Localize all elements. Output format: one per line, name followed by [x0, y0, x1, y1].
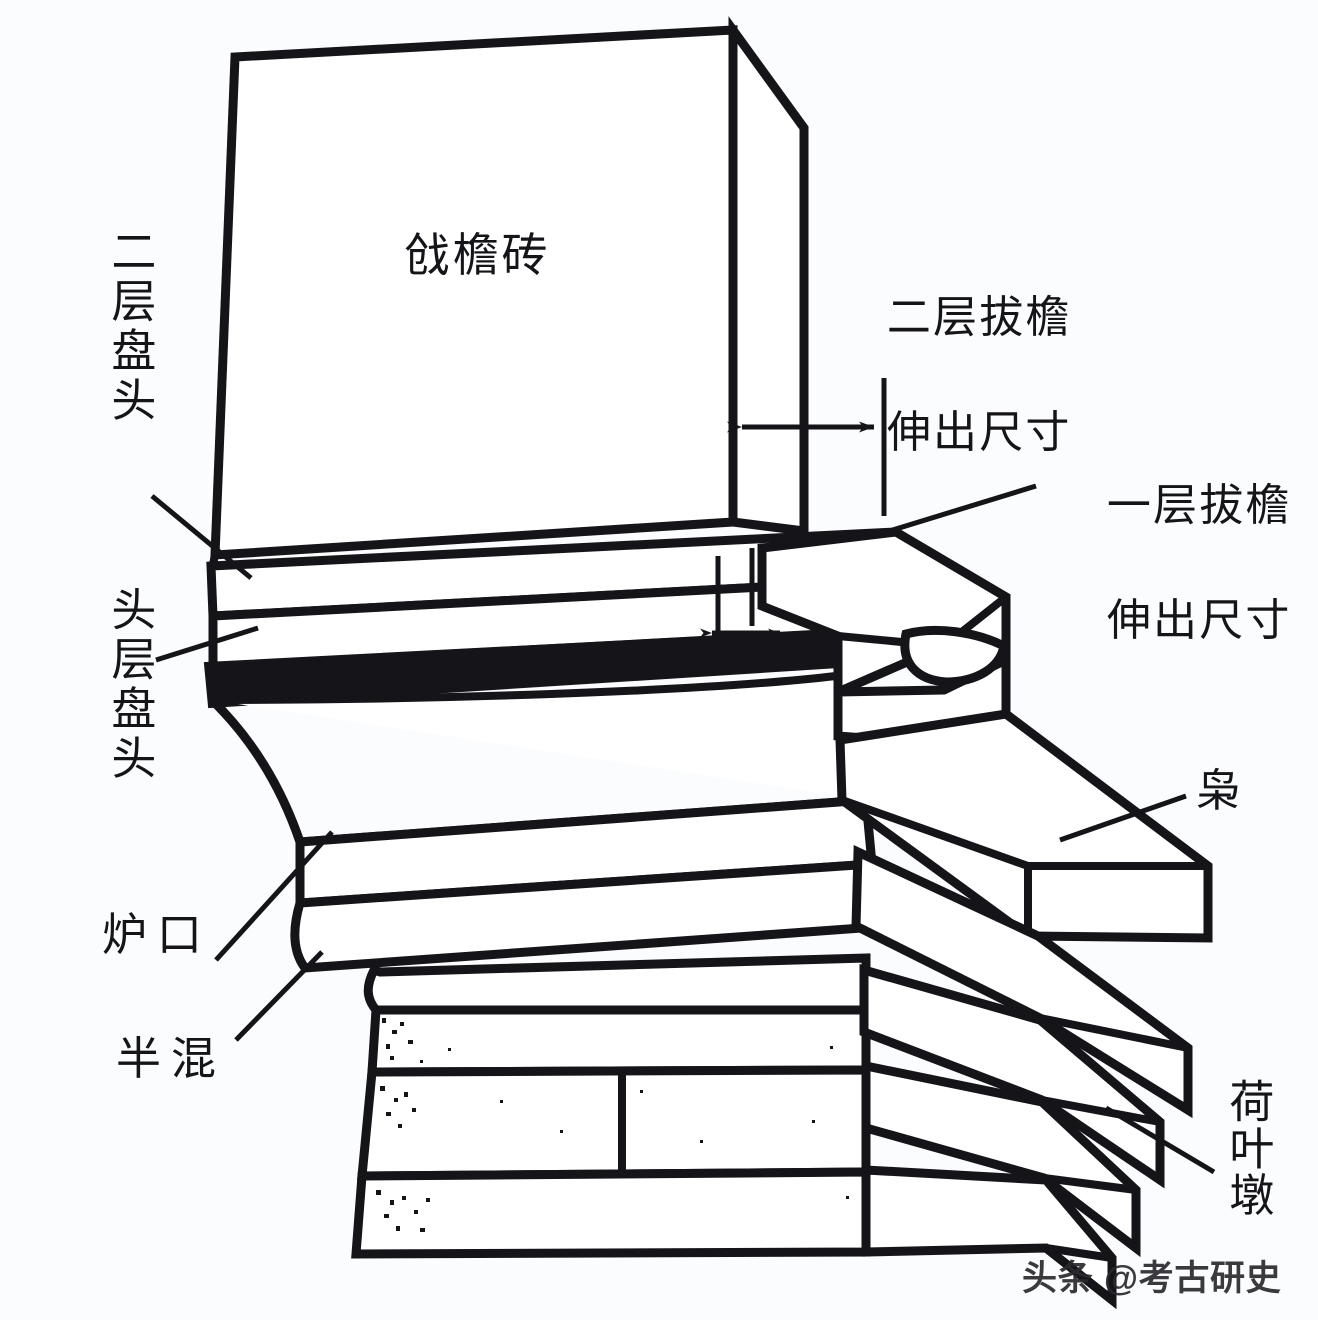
label-qiangyanzhuan: 戗檐砖 [404, 230, 551, 281]
brick-receding-a [851, 845, 1193, 1119]
brick-receding-c [861, 1060, 1141, 1258]
label-heyedun: 荷叶墩 [1222, 1078, 1273, 1219]
leader-loukou [214, 830, 334, 962]
leader-yiceng-bayan [885, 483, 1037, 535]
label-loukou: 炉口 [102, 910, 212, 960]
brick-qiangyanzhuan [207, 16, 809, 575]
leader-xiao [1059, 793, 1187, 843]
brick-receding-b [859, 964, 1165, 1189]
label-yiceng-bayan-line2: 伸出尺寸 [1106, 595, 1292, 645]
label-yiceng-bayan-extension: 一层拔檐 伸出尺寸 [1054, 420, 1292, 706]
dimension-yiceng-bayan [700, 548, 780, 648]
stipple-texture-left [376, 1018, 849, 1232]
brick-xiao-right [835, 709, 1213, 943]
watermark: 头条 @考古研史 [1022, 1259, 1282, 1298]
leader-lines [150, 483, 1216, 1175]
label-erceng-bayan-extension: 二层拔檐 伸出尺寸 [834, 232, 1072, 518]
courses-heyedun-front [351, 953, 871, 1259]
leader-toucheng-pantou [155, 625, 259, 663]
leader-banhun [234, 950, 324, 1042]
label-toucheng-pantou: 头层盘头 [104, 586, 155, 784]
label-yiceng-bayan-line1: 一层拔檐 [1106, 481, 1292, 531]
label-banhun: 半混 [116, 1034, 226, 1084]
label-xiao: 枭 [1196, 766, 1242, 816]
label-erceng-pantou: 二层盘头 [104, 228, 155, 426]
leader-heyedun [1104, 1105, 1216, 1175]
brick-receding-d [861, 1165, 1117, 1310]
leader-erceng-pantou [150, 494, 253, 580]
dimension-erceng-bayan [727, 378, 887, 516]
label-erceng-bayan-line1: 二层拔檐 [886, 293, 1072, 343]
label-erceng-bayan-line2: 伸出尺寸 [886, 407, 1072, 457]
